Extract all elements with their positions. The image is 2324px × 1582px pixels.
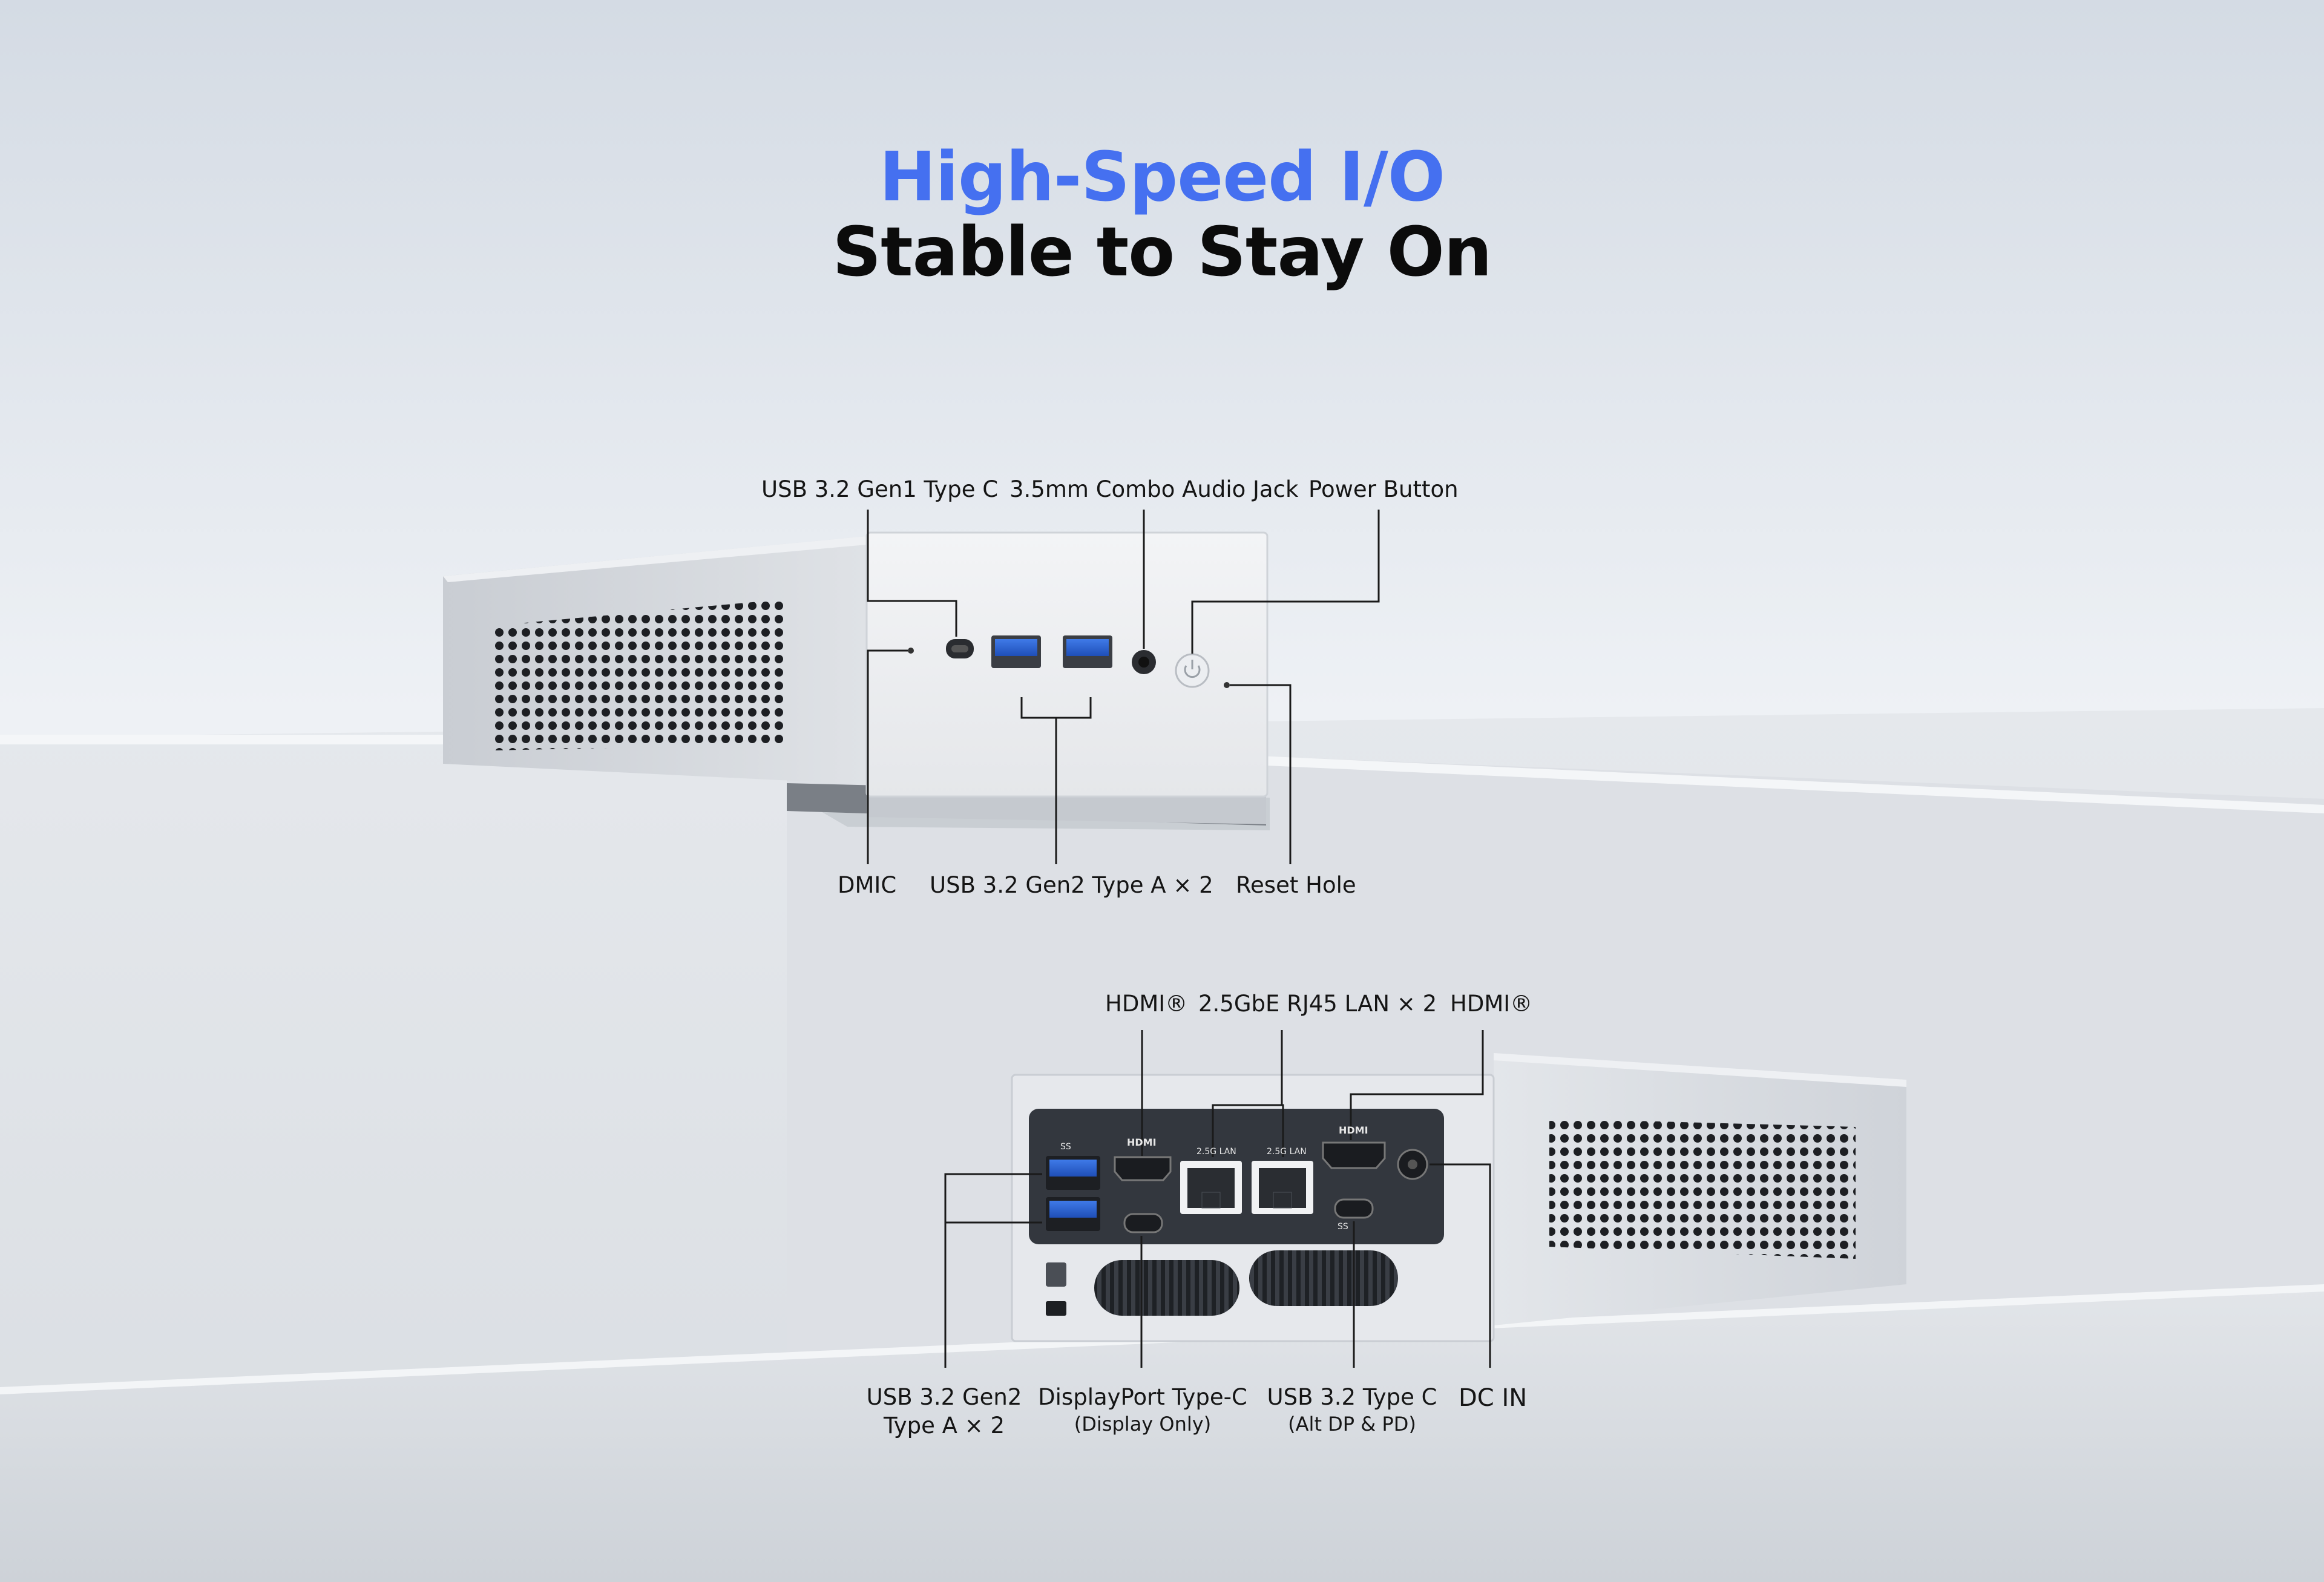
- label-displayport-line2: (Display Only): [1074, 1413, 1212, 1436]
- label-usb-c-rear: USB 3.2 Type C (Alt DP & PD): [1267, 1386, 1437, 1434]
- rear-device: [1011, 1053, 1906, 1342]
- rear-lan-right-marking: 2.5G LAN: [1267, 1147, 1307, 1157]
- callout-lines: [867, 510, 1491, 1368]
- rear-usb-c-marking: SS: [1338, 1222, 1348, 1232]
- label-rear-usb-a-line2: Type A × 2: [883, 1413, 1005, 1439]
- label-displayport: DisplayPort Type-C (Display Only): [1038, 1386, 1247, 1434]
- label-usb-c-rear-line1: USB 3.2 Type C: [1267, 1384, 1437, 1410]
- label-rear-usb-a-line1: USB 3.2 Gen2: [866, 1384, 1022, 1410]
- rear-hdmi-right-marking: HDMI: [1339, 1124, 1368, 1136]
- rear-hdmi-left-marking: HDMI: [1127, 1137, 1157, 1148]
- label-usb-c-gen1: USB 3.2 Gen1 Type C: [761, 476, 999, 502]
- label-dc-in: DC IN: [1459, 1384, 1528, 1412]
- label-audio-jack: 3.5mm Combo Audio Jack: [1009, 476, 1299, 502]
- label-hdmi-left: HDMI®: [1105, 991, 1188, 1017]
- headline-secondary: Stable to Stay On: [832, 213, 1492, 292]
- headline-primary: High-Speed I/O: [879, 138, 1445, 217]
- label-reset-hole: Reset Hole: [1236, 872, 1356, 898]
- label-usb-c-rear-line2: (Alt DP & PD): [1288, 1413, 1416, 1436]
- label-displayport-line1: DisplayPort Type-C: [1038, 1384, 1247, 1410]
- label-hdmi-right: HDMI®: [1450, 991, 1533, 1017]
- label-dmic: DMIC: [838, 872, 897, 898]
- label-rear-usb-a: USB 3.2 Gen2 Type A × 2: [867, 1386, 1022, 1437]
- label-power-button: Power Button: [1308, 476, 1459, 502]
- label-usb-a-gen2: USB 3.2 Gen2 Type A × 2: [930, 872, 1213, 898]
- rear-usb-a-marking: SS: [1060, 1142, 1071, 1152]
- rear-lan-left-marking: 2.5G LAN: [1196, 1147, 1236, 1157]
- front-device: [443, 531, 1270, 830]
- label-lan: 2.5GbE RJ45 LAN × 2: [1198, 991, 1437, 1017]
